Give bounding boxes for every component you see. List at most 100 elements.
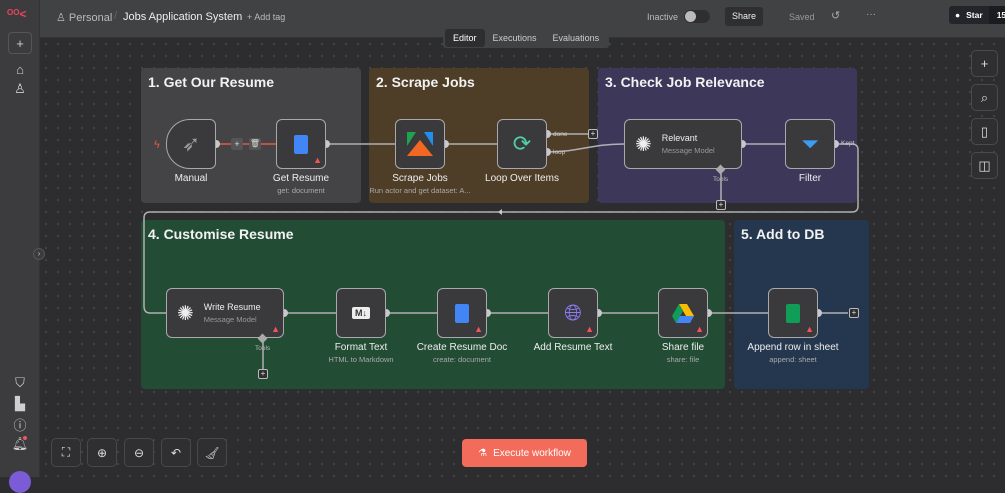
active-toggle[interactable]	[684, 10, 710, 23]
node-share-file[interactable]: ▲	[658, 288, 708, 338]
flask-icon: ⚗	[478, 447, 488, 459]
user-icon[interactable]: ♙	[14, 81, 26, 96]
apify-icon	[407, 132, 433, 156]
undo-button[interactable]: ↶	[161, 438, 191, 467]
warning-icon: ▲	[313, 155, 322, 165]
tab-evaluations[interactable]: Evaluations	[552, 32, 600, 43]
node-label: Get Resume	[272, 173, 330, 184]
more-options-button[interactable]: ···	[866, 9, 876, 20]
tab-executions[interactable]: Executions	[492, 32, 537, 43]
add-node-button[interactable]: +	[588, 129, 598, 139]
breadcrumb-separator: /	[114, 10, 118, 22]
node-subtitle: Run actor and get dataset: A...	[369, 186, 471, 195]
group-title: 1. Get Our Resume	[148, 74, 275, 90]
loop-icon: ⟳	[512, 131, 532, 156]
view-tabs: Editor Executions Evaluations	[443, 27, 610, 48]
add-node-on-connection-button[interactable]: +	[231, 138, 243, 150]
add-tool-button[interactable]: +	[258, 369, 268, 379]
node-get-resume[interactable]: ▲	[276, 119, 326, 169]
tidy-up-button[interactable]: 🧹︎	[197, 438, 227, 467]
group-title: 3. Check Job Relevance	[605, 74, 765, 90]
node-filter[interactable]: ⏷	[785, 119, 835, 169]
output-label-kept: Kept	[841, 140, 855, 147]
fit-view-button[interactable]: ⛶	[51, 438, 81, 467]
node-add-resume-text[interactable]: 🌐︎▲	[548, 288, 598, 338]
tools-label: Tools	[255, 345, 271, 352]
add-node-panel-button[interactable]: +	[971, 50, 998, 77]
templates-icon[interactable]: ⛉	[15, 375, 25, 390]
openai-icon: ✺	[635, 133, 652, 156]
warning-icon: ▲	[585, 324, 594, 334]
add-node-button[interactable]: +	[849, 308, 859, 318]
node-subtitle: get: document	[277, 186, 325, 195]
node-create-resume-doc[interactable]: ▲	[437, 288, 487, 338]
node-label: Loop Over Items	[485, 173, 559, 184]
google-docs-icon	[455, 303, 469, 323]
markdown-icon: M↓	[352, 307, 370, 319]
node-label: Filter	[798, 173, 822, 184]
expand-sidebar-button[interactable]: ›	[33, 248, 45, 260]
add-tool-button[interactable]: +	[716, 200, 726, 210]
tools-label: Tools	[713, 176, 729, 183]
warning-icon: ▲	[805, 324, 814, 334]
saved-status: Saved	[789, 12, 815, 22]
node-subtitle: Message Model	[661, 146, 715, 155]
n8n-logo[interactable]: ᴼᴼ<	[7, 7, 27, 21]
node-label: Append row in sheet	[747, 342, 839, 353]
add-tag-link[interactable]: + Add tag	[247, 12, 286, 22]
output-label-loop: loop	[553, 149, 566, 156]
sticky-note-icon[interactable]: ▯	[971, 118, 998, 145]
node-scrape-jobs[interactable]	[395, 119, 445, 169]
node-subtitle: append: sheet	[769, 355, 817, 364]
globe-icon: 🌐︎	[564, 300, 582, 325]
node-subtitle: Message Model	[203, 315, 257, 324]
node-label: Manual	[174, 173, 208, 184]
zoom-in-button[interactable]: ⊕	[87, 438, 117, 467]
tab-editor[interactable]: Editor	[445, 28, 485, 47]
github-icon: ●	[955, 10, 961, 20]
history-icon[interactable]: ↺	[831, 10, 841, 22]
execute-label: Execute workflow	[493, 447, 571, 459]
openai-icon: ✺	[177, 302, 194, 325]
trigger-bolt-icon: ϟ	[154, 139, 160, 151]
node-format-text[interactable]: M↓	[336, 288, 386, 338]
project-label: Personal	[68, 12, 113, 24]
share-button[interactable]: Share	[725, 7, 763, 26]
zoom-out-button[interactable]: ⊖	[124, 438, 154, 467]
add-button[interactable]: +	[8, 32, 32, 54]
breadcrumb-project[interactable]: ♙ Personal	[56, 12, 113, 24]
node-manual-trigger[interactable]: ➶	[166, 119, 216, 169]
search-icon[interactable]: ⌕	[971, 84, 998, 111]
panel-toggle-icon[interactable]: ◫	[971, 152, 998, 179]
github-star-button[interactable]: ●Star156,931	[949, 6, 1005, 24]
node-label: Write Resume	[203, 302, 261, 312]
warning-icon: ▲	[271, 324, 280, 334]
cursor-icon: ➶	[181, 131, 201, 156]
node-subtitle: create: document	[433, 355, 491, 364]
node-label: Share file	[661, 342, 705, 353]
connections: ϟ	[143, 130, 859, 369]
node-label: Scrape Jobs	[392, 173, 448, 184]
node-append-row[interactable]: ▲	[768, 288, 818, 338]
group-title: 4. Customise Resume	[148, 226, 294, 242]
node-subtitle: share: file	[666, 355, 700, 364]
node-label: Create Resume Doc	[416, 342, 508, 353]
node-subtitle: HTML to Markdown	[328, 355, 394, 364]
workflow-title[interactable]: Jobs Application System	[123, 11, 243, 23]
group-title: 2. Scrape Jobs	[376, 74, 475, 90]
home-icon[interactable]: ⌂	[16, 61, 24, 77]
notifications-icon[interactable]: 🔔︎	[11, 436, 29, 451]
insights-icon[interactable]: ▙	[15, 396, 25, 411]
google-sheets-icon	[786, 303, 800, 323]
warning-icon: ▲	[695, 324, 704, 334]
connection	[546, 143, 625, 153]
help-icon[interactable]: ⓘ	[13, 417, 27, 433]
node-label: Relevant	[661, 133, 698, 143]
delete-connection-icon[interactable]: 🗑︎	[249, 138, 261, 150]
execute-workflow-button[interactable]: ⚗ Execute workflow	[462, 439, 587, 467]
warning-icon: ▲	[474, 324, 483, 334]
node-loop-over-items[interactable]: ⟳	[497, 119, 547, 169]
group-title: 5. Add to DB	[741, 226, 825, 242]
